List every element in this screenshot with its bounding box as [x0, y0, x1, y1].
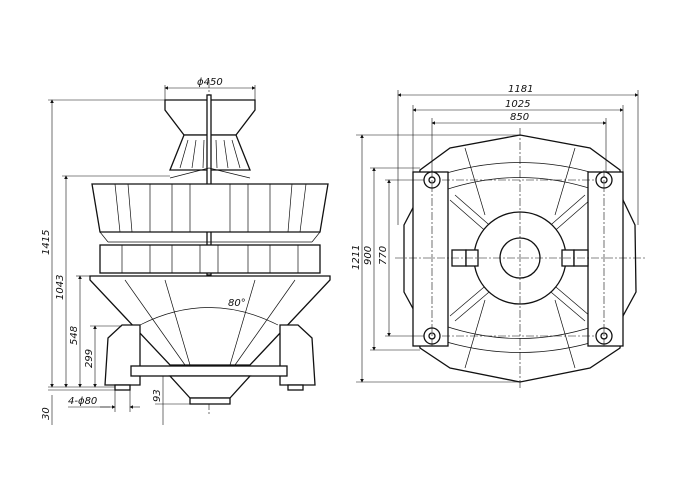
bolt-spacing-y-dim: 770	[378, 246, 389, 265]
hopper-height-dim: 1043	[55, 275, 66, 300]
overall-width-dim: 1181	[508, 84, 533, 95]
frame-height-dim: 299	[84, 349, 95, 368]
frame-depth-dim: 900	[363, 246, 374, 265]
platform-height-dim: 548	[69, 326, 80, 345]
overall-depth-dim: 1211	[351, 245, 362, 270]
outlet-drop-dim: 93	[152, 389, 163, 402]
cone-angle-label: 80°	[228, 298, 246, 309]
frame-bar	[130, 365, 288, 377]
weigh-hoppers	[99, 244, 321, 274]
right-rail	[587, 171, 624, 347]
discharge-chute	[168, 375, 252, 399]
foot-height-dim: 30	[41, 407, 52, 420]
right-leg	[279, 324, 316, 386]
side-view: 80° ϕ450	[41, 77, 331, 425]
top-view: 1181 1025 850 1211 900 770	[351, 84, 645, 390]
collating-cone	[89, 275, 331, 366]
feet-dim: 4-ϕ80	[68, 396, 97, 407]
top-diameter-dim: ϕ450	[197, 77, 223, 88]
bolt-spacing-x-dim: 850	[510, 112, 529, 123]
rail-width-dim: 1025	[505, 99, 530, 110]
left-rail	[412, 171, 449, 347]
overall-height-dim: 1415	[41, 230, 52, 255]
feed-hoppers	[91, 183, 329, 243]
